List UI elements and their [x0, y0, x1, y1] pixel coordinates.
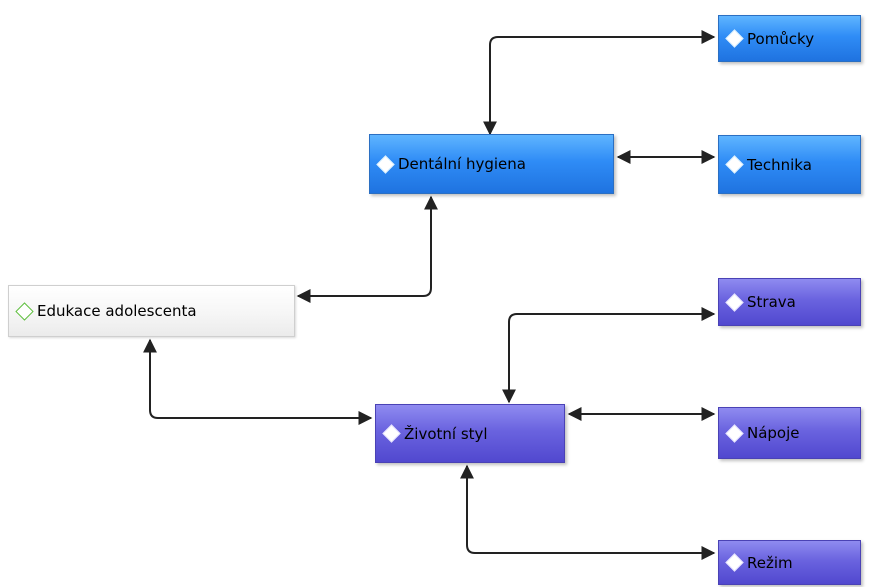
diamond-icon [725, 553, 744, 572]
connector-lifestyle-diet [502, 307, 716, 404]
node-edukace-adolescenta[interactable]: Edukace adolescenta [8, 285, 295, 337]
connector-hygiene-aids [483, 30, 716, 136]
diamond-icon [725, 155, 744, 174]
diamond-icon [725, 29, 744, 48]
node-napoje[interactable]: Nápoje [718, 407, 861, 459]
node-label: Pomůcky [747, 29, 815, 48]
node-technika[interactable]: Technika [718, 135, 861, 194]
diamond-icon [725, 292, 744, 312]
node-zivotni-styl[interactable]: Životní styl [375, 404, 565, 463]
connector-root-lifestyle [143, 338, 373, 425]
node-label: Strava [747, 293, 796, 311]
node-dentalni-hygiena[interactable]: Dentální hygiena [369, 134, 614, 194]
connector-lifestyle-regime [460, 464, 716, 560]
node-label: Životní styl [404, 424, 488, 443]
node-label: Nápoje [747, 424, 800, 442]
node-label: Dentální hygiena [398, 155, 526, 173]
node-label: Technika [747, 155, 812, 174]
node-strava[interactable]: Strava [718, 278, 861, 326]
diamond-icon [15, 301, 34, 321]
connector-root-hygiene [296, 195, 438, 303]
diamond-icon [382, 424, 401, 443]
node-label: Režim [747, 553, 793, 572]
node-rezim[interactable]: Režim [718, 540, 861, 585]
diamond-icon [376, 154, 395, 174]
node-label: Edukace adolescenta [37, 302, 197, 320]
node-pomucky[interactable]: Pomůcky [718, 15, 861, 62]
diamond-icon [725, 423, 744, 443]
